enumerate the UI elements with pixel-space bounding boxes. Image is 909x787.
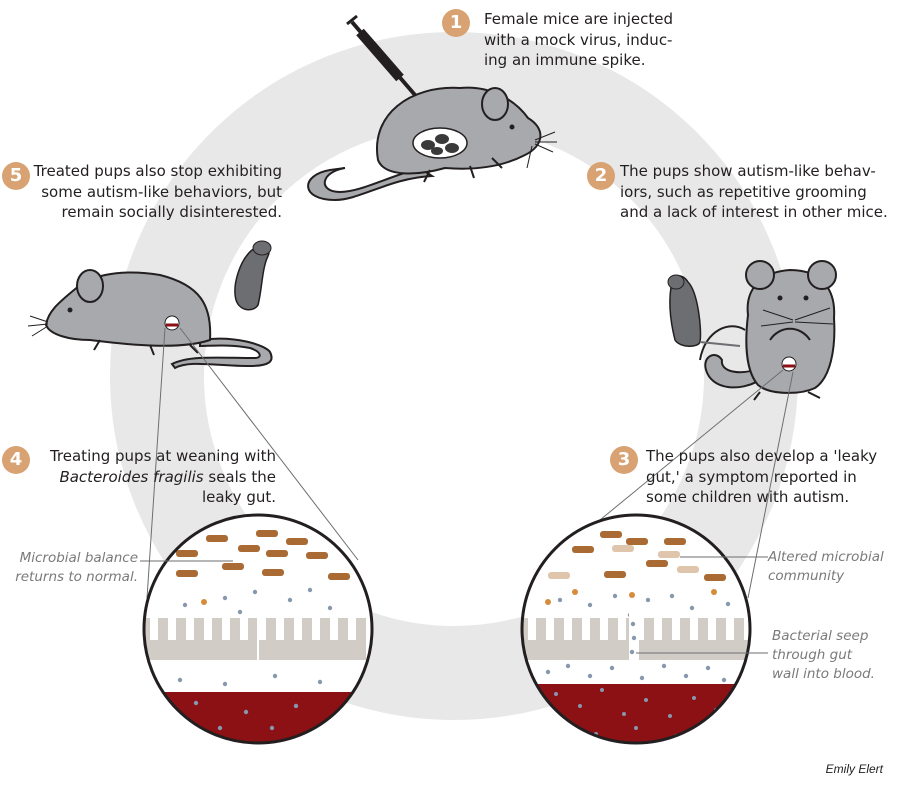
- step-1-line: ing an immune spike.: [484, 51, 646, 69]
- healthy-gut-zoom-illustration: [142, 513, 374, 745]
- step-2-line: and a lack of interest in other mice.: [620, 203, 888, 221]
- step-2-line: The pups show autism-like behav-: [620, 162, 876, 180]
- other-mouse-left-illustration: [234, 240, 272, 311]
- note-line: community: [768, 568, 845, 584]
- bacterial-seep-note: Bacterial seep through gut wall into blo…: [772, 627, 875, 684]
- step-3-line: some children with autism.: [646, 488, 850, 506]
- step-3-line: The pups also develop a 'leaky: [646, 447, 878, 465]
- step-1-badge: 1: [442, 9, 470, 37]
- annotation-pointers: [140, 556, 768, 654]
- note-line: through gut: [772, 647, 853, 663]
- step-1-text: Female mice are injected with a mock vir…: [484, 9, 673, 71]
- image-credit: Emily Elert: [825, 762, 883, 776]
- step-4-badge: 4: [2, 446, 30, 474]
- microbial-balance-note: Microbial balance returns to normal.: [0, 549, 138, 587]
- step-2-text: The pups show autism-like behav- iors, s…: [620, 161, 888, 223]
- altered-community-note: Altered microbial community: [768, 548, 884, 586]
- note-line: Microbial balance: [19, 550, 138, 566]
- pregnant-mouse-illustration: [307, 14, 557, 202]
- step-4-text: Treating pups at weaning with Bacteroide…: [20, 446, 276, 508]
- step-5-line: some autism-like behaviors, but: [41, 182, 282, 201]
- step-4-line: Treating pups at weaning with: [49, 447, 276, 465]
- step-5-line: remain socially disinterested.: [61, 203, 282, 221]
- step-3-badge: 3: [610, 446, 638, 474]
- step-5-text: Treated pups also stop exhibiting some a…: [26, 161, 282, 223]
- note-line: returns to normal.: [15, 569, 138, 585]
- step-4-line: leaky gut.: [201, 488, 276, 506]
- note-line: Bacterial seep: [772, 628, 869, 644]
- step-4-species: Bacteroides fragilis: [59, 467, 204, 486]
- step-2-line: iors, such as repetitive grooming: [620, 182, 867, 201]
- step-4-line: Bacteroides fragilis seals the: [20, 467, 276, 488]
- step-3-text: The pups also develop a 'leaky gut,' a s…: [646, 446, 877, 508]
- step-3-line: gut,' a symptom reported in: [646, 467, 857, 486]
- treated-pup-illustration: [27, 269, 273, 370]
- step-1-line: Female mice are injected: [484, 10, 674, 28]
- step-1-line: with a mock virus, induc-: [484, 30, 673, 49]
- note-line: Altered microbial: [768, 549, 884, 565]
- step-5-badge: 5: [2, 162, 30, 190]
- grooming-pup-illustration: [699, 260, 837, 401]
- zoom-leader-lines: [146, 327, 794, 599]
- step-4-line-rest: seals the: [203, 467, 276, 486]
- step-5-line: Treated pups also stop exhibiting: [33, 162, 282, 180]
- step-2-badge: 2: [587, 162, 615, 190]
- note-line: wall into blood.: [772, 666, 875, 682]
- other-mouse-right-illustration: [667, 274, 741, 347]
